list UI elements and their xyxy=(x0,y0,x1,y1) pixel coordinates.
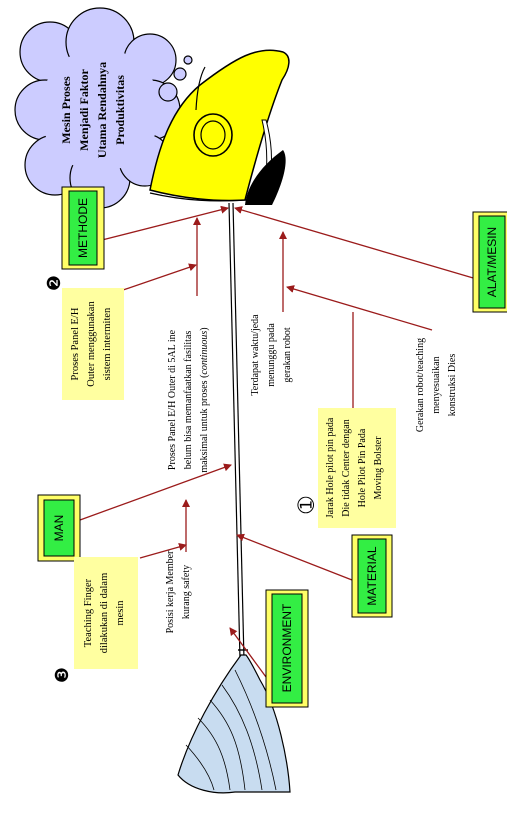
callout-1-line-1: Jarak Hole pilot pin pada xyxy=(325,417,336,518)
callout-1-line-2: Die tidak Center dengan xyxy=(341,419,352,516)
problem-cloud xyxy=(14,7,193,209)
cause-posisi: Posisi kerja Member kurang safety xyxy=(165,550,192,633)
category-man-label: MAN xyxy=(52,515,66,542)
cause-panel-line-1: Proses Panel E/H Outer di 5AL ine xyxy=(167,329,178,470)
callout-2: Proses Panel E/H Outer menggunakan siste… xyxy=(44,275,124,400)
category-material-label: MATERIAL xyxy=(365,546,379,605)
category-environment-label: ENVIRONMENT xyxy=(280,603,294,692)
callout-3: Teaching Finger dilakukan di dalam mesin… xyxy=(52,557,138,683)
problem-statement: Mesin Proses Menjadi Faktor Utama Rendah… xyxy=(59,62,127,158)
callout-2-number: ❷ xyxy=(44,275,64,291)
category-man: MAN xyxy=(37,494,81,562)
callout-1: Jarak Hole pilot pin pada Die tidak Cent… xyxy=(296,408,396,528)
callout-2-line-1: Proses Panel E/H xyxy=(70,307,81,380)
bone-arrows xyxy=(79,205,481,678)
fish-tail xyxy=(177,649,291,794)
cause-jeda-line-3: gerakan robot xyxy=(282,327,293,382)
bone-robot xyxy=(286,285,433,331)
callout-3-line-2: dilakukan di dalam xyxy=(99,573,110,653)
callout-2-line-2: Outer menggunakan xyxy=(86,301,97,387)
cause-posisi-line-2: kurang safety xyxy=(181,565,192,619)
problem-line-4: Produktivitas xyxy=(113,75,127,145)
cause-panel-line-2: belum bisa memanfaatkan fasilitas xyxy=(183,331,194,470)
bone-environment xyxy=(229,627,267,678)
cause-jeda-line-2: menunggu pada xyxy=(266,323,277,387)
category-alat-mesin: ALAT/MESIN xyxy=(472,211,507,313)
problem-line-1: Mesin Proses xyxy=(59,76,73,144)
category-alat-mesin-label: ALAT/MESIN xyxy=(485,227,499,297)
callout-1-line-3: Hole Pilot Pin Pada xyxy=(357,428,368,507)
fishbone-spine xyxy=(228,202,245,661)
bone-proses-panel xyxy=(122,263,197,291)
cause-panel-line: Proses Panel E/H Outer di 5AL ine belum … xyxy=(167,327,210,472)
fish-eye xyxy=(193,113,233,157)
category-material: MATERIAL xyxy=(351,534,393,618)
cause-robot-line-3: konstruksi Dies xyxy=(447,354,458,417)
category-environment: ENVIRONMENT xyxy=(265,589,309,708)
bone-alat-mesin xyxy=(234,206,481,281)
cause-jeda-line-1: Terdapat waktu/jeda xyxy=(250,314,261,396)
callout-2-line-3: sistem intermiten xyxy=(102,307,113,380)
cause-panel-line-3: maksimal untuk proses (continuous) xyxy=(199,327,210,472)
cause-posisi-line-1: Posisi kerja Member xyxy=(165,550,176,633)
problem-line-3: Utama Rendahnya xyxy=(95,62,109,158)
category-methode-label: METHODE xyxy=(76,198,90,258)
category-methode: METHODE xyxy=(61,186,105,270)
bone-man xyxy=(79,463,232,521)
problem-line-2: Menjadi Faktor xyxy=(77,68,91,150)
cause-jeda: Terdapat waktu/jeda menunggu pada geraka… xyxy=(250,314,293,396)
callout-1-number: ➀ xyxy=(296,496,318,513)
bone-methode xyxy=(101,205,229,241)
callout-3-number: ❸ xyxy=(52,667,72,683)
cause-robot: Gerakan robot/teaching menyesuaikan kons… xyxy=(415,338,458,432)
bone-material xyxy=(236,533,353,581)
callout-3-line-3: mesin xyxy=(115,600,126,626)
cause-robot-line-1: Gerakan robot/teaching xyxy=(415,338,426,432)
callout-3-line-1: Teaching Finger xyxy=(83,578,94,647)
fish-head xyxy=(149,49,290,205)
bone-teaching xyxy=(139,543,187,559)
callout-1-line-4: Moving Bolster xyxy=(373,436,384,500)
cause-robot-line-2: menyesuaikan xyxy=(431,356,442,413)
